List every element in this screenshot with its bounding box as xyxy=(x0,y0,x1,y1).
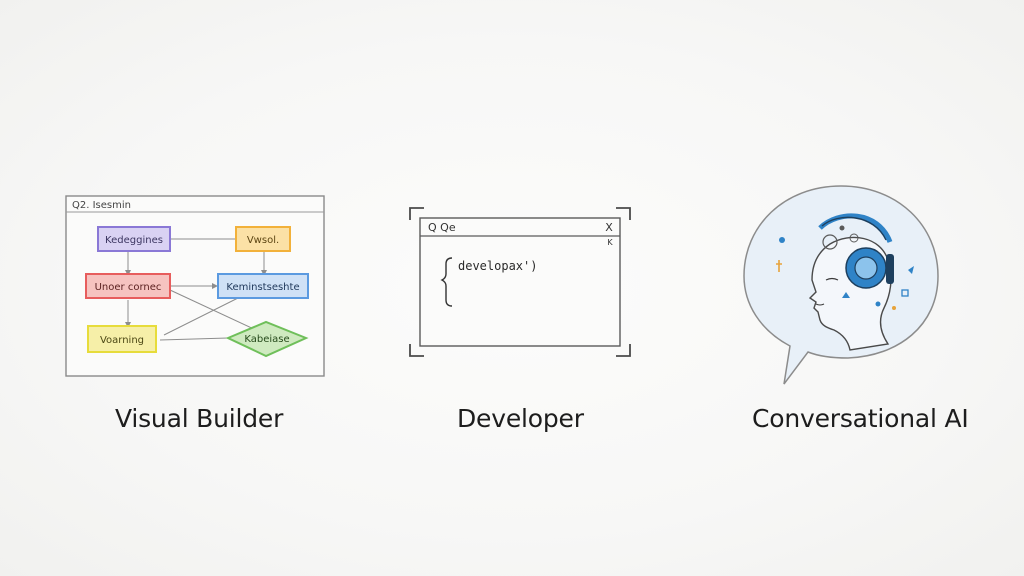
flow-node-6-label: Kabeiase xyxy=(244,334,289,345)
flow-node-5: Voarning xyxy=(87,325,157,353)
flow-node-4-label: Keminstseshte xyxy=(226,282,299,293)
code-window-title: Q Qe xyxy=(428,221,456,234)
conversational-ai-caption: Conversational AI xyxy=(752,404,969,433)
code-line: developax') xyxy=(458,259,537,273)
developer-caption: Developer xyxy=(457,404,584,433)
flow-node-5-label: Voarning xyxy=(100,335,144,346)
maximize-icon: K xyxy=(607,238,613,247)
visual-builder-panel: Q2. Isesmin Kedeggines xyxy=(60,190,330,385)
window-title: Q2. Isesmin xyxy=(72,200,131,211)
visual-builder-caption: Visual Builder xyxy=(115,404,284,433)
close-icon: X xyxy=(605,221,613,234)
flow-node-2-label: Vwsol. xyxy=(247,235,279,246)
flowchart-window-icon: Q2. Isesmin Kedeggines xyxy=(65,195,325,377)
flow-node-3: Unoer cornec xyxy=(85,273,171,299)
flow-node-4: Keminstseshte xyxy=(217,273,309,299)
flow-node-3-label: Unoer cornec xyxy=(95,282,162,293)
headset-ai-head-icon xyxy=(743,185,939,385)
conversational-ai-panel xyxy=(738,180,944,390)
code-window-icon: Q Qe X K developax') xyxy=(409,207,631,357)
developer-panel: Q Qe X K developax') xyxy=(404,200,636,366)
flow-node-2: Vwsol. xyxy=(235,226,291,252)
flow-node-1: Kedeggines xyxy=(97,226,171,252)
flow-node-6: Kabeiase xyxy=(225,320,309,358)
flow-node-1-label: Kedeggines xyxy=(105,235,163,246)
